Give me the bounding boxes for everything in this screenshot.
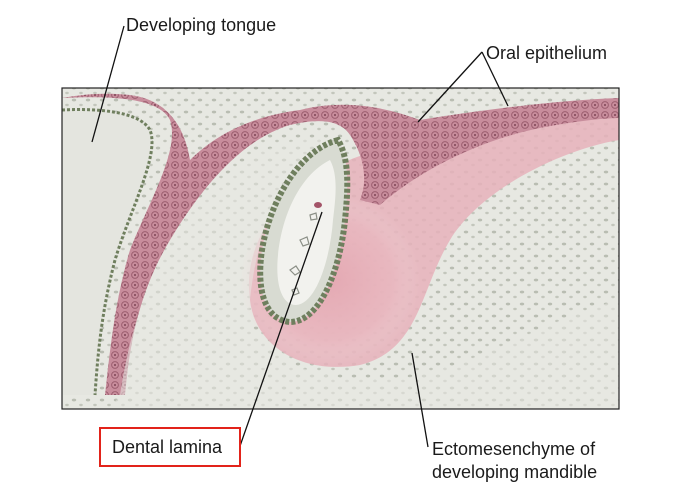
label-dental-lamina: Dental lamina	[112, 437, 223, 457]
label-ectomesenchyme-line2: developing mandible	[432, 462, 598, 482]
developing-tongue	[62, 109, 152, 396]
leader-oral-epithelium-b	[481, 51, 509, 107]
figure-frame	[61, 87, 620, 410]
leader-oral-epithelium-a	[417, 51, 483, 123]
leader-developing-tongue	[91, 25, 125, 143]
leader-ectomesenchyme	[411, 352, 429, 448]
leader-dental-lamina	[239, 211, 323, 447]
tongue-basal-layer	[62, 108, 154, 396]
label-ectomesenchyme-line1: Ectomesenchyme of	[432, 439, 596, 459]
highlight-box	[99, 427, 241, 467]
lamina-cell	[314, 202, 322, 208]
label-oral-epithelium: Oral epithelium	[486, 43, 608, 63]
mandible-mesenchyme	[110, 139, 619, 409]
oral-epithelium	[62, 93, 619, 396]
lumen-cells	[289, 212, 318, 296]
label-ectomesenchyme: Ectomesenchyme of developing mandible	[432, 438, 597, 484]
label-developing-tongue: Developing tongue	[126, 15, 277, 35]
